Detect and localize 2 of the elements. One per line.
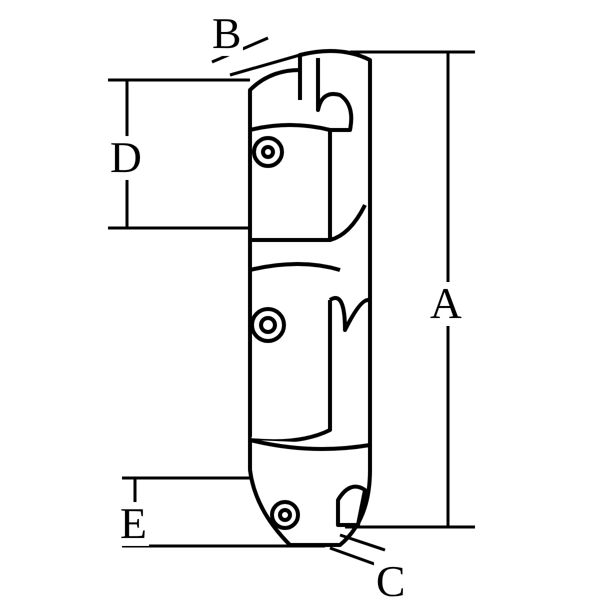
dimension-label: A (428, 282, 464, 326)
dimension-label: E (118, 502, 149, 546)
